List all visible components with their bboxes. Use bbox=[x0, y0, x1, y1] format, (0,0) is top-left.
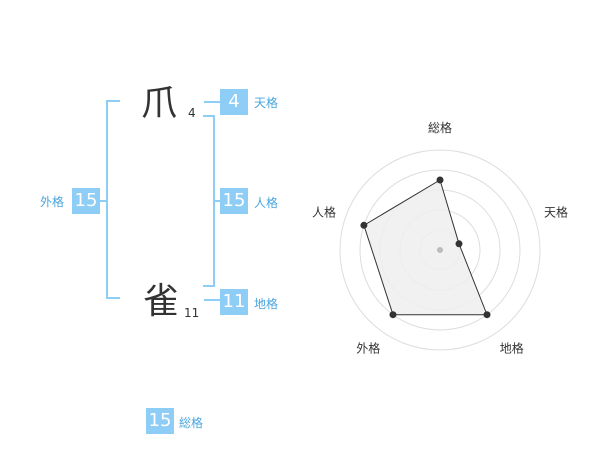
radar-point-3 bbox=[389, 311, 397, 319]
outer-bracket-bottom bbox=[106, 297, 120, 299]
jinkaku-label: 人格 bbox=[254, 196, 279, 210]
jinkaku-badge: 15 bbox=[220, 188, 248, 214]
tenkaku-connector bbox=[204, 101, 220, 103]
radar-axis-label-2: 地格 bbox=[500, 341, 524, 356]
radar-ring-4 bbox=[359, 169, 521, 331]
tenkaku-badge: 4 bbox=[220, 89, 248, 115]
name-char-2: 雀 bbox=[143, 281, 180, 322]
radar-ring-5 bbox=[339, 149, 541, 351]
radar-axis-label-1: 天格 bbox=[544, 204, 568, 219]
outer-bracket-vertical bbox=[106, 100, 108, 299]
outer-bracket-connector bbox=[100, 200, 106, 202]
name-char-1-strokes: 4 bbox=[188, 106, 196, 120]
chikaku-badge: 11 bbox=[220, 289, 248, 315]
chikaku-connector bbox=[204, 299, 220, 301]
soukaku-badge: 15 bbox=[146, 408, 174, 434]
inner-bracket-vertical bbox=[213, 115, 215, 287]
radar-series-area bbox=[363, 179, 488, 316]
radar-axis-label-4: 人格 bbox=[312, 204, 336, 219]
chikaku-label: 地格 bbox=[254, 297, 279, 311]
radar-axis-label-3: 外格 bbox=[356, 341, 380, 356]
radar-point-0 bbox=[436, 176, 444, 184]
radar-axis-label-0: 総格 bbox=[428, 120, 452, 135]
radar-center-dot bbox=[437, 247, 443, 253]
gaikaku-label: 外格 bbox=[40, 195, 65, 209]
radar-point-2 bbox=[483, 311, 491, 319]
name-char-2-strokes: 11 bbox=[184, 306, 200, 320]
radar-point-1 bbox=[455, 240, 463, 248]
tenkaku-label: 天格 bbox=[254, 96, 279, 110]
inner-bracket-connector bbox=[215, 200, 220, 202]
name-char-1: 爪 bbox=[141, 83, 178, 124]
outer-bracket-top bbox=[106, 100, 120, 102]
soukaku-label: 総格 bbox=[179, 416, 204, 430]
radar-point-4 bbox=[360, 221, 368, 229]
inner-bracket-top bbox=[203, 115, 215, 117]
gaikaku-badge: 15 bbox=[72, 188, 100, 214]
inner-bracket-bottom bbox=[203, 285, 215, 287]
